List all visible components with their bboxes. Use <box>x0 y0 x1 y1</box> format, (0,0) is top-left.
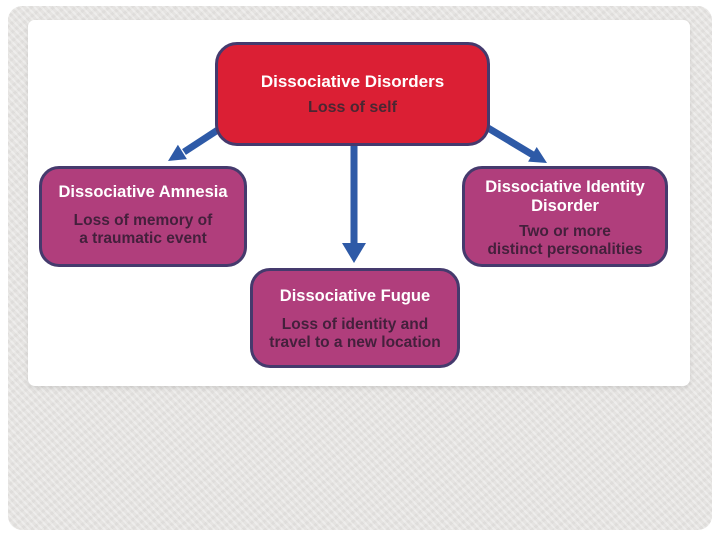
node-dissociative-fugue: Dissociative Fugue Loss of identity and … <box>250 268 460 368</box>
node-title: Dissociative Disorders <box>260 71 445 91</box>
node-subtitle: Loss of self <box>308 98 397 116</box>
node-dissociative-identity-disorder: Dissociative Identity Disorder Two or mo… <box>462 166 668 267</box>
node-subtitle: Loss of memory of a traumatic event <box>73 212 213 247</box>
node-title: Dissociative Fugue <box>279 287 431 305</box>
node-title: Dissociative Amnesia <box>58 183 228 201</box>
node-dissociative-amnesia: Dissociative Amnesia Loss of memory of a… <box>39 166 247 267</box>
node-subtitle: Loss of identity and travel to a new loc… <box>269 316 441 351</box>
node-title: Dissociative Identity Disorder <box>485 178 645 215</box>
node-subtitle: Two or more distinct personalities <box>487 223 643 258</box>
arrow-down-icon <box>342 142 366 263</box>
node-dissociative-disorders: Dissociative Disorders Loss of self <box>215 42 490 146</box>
